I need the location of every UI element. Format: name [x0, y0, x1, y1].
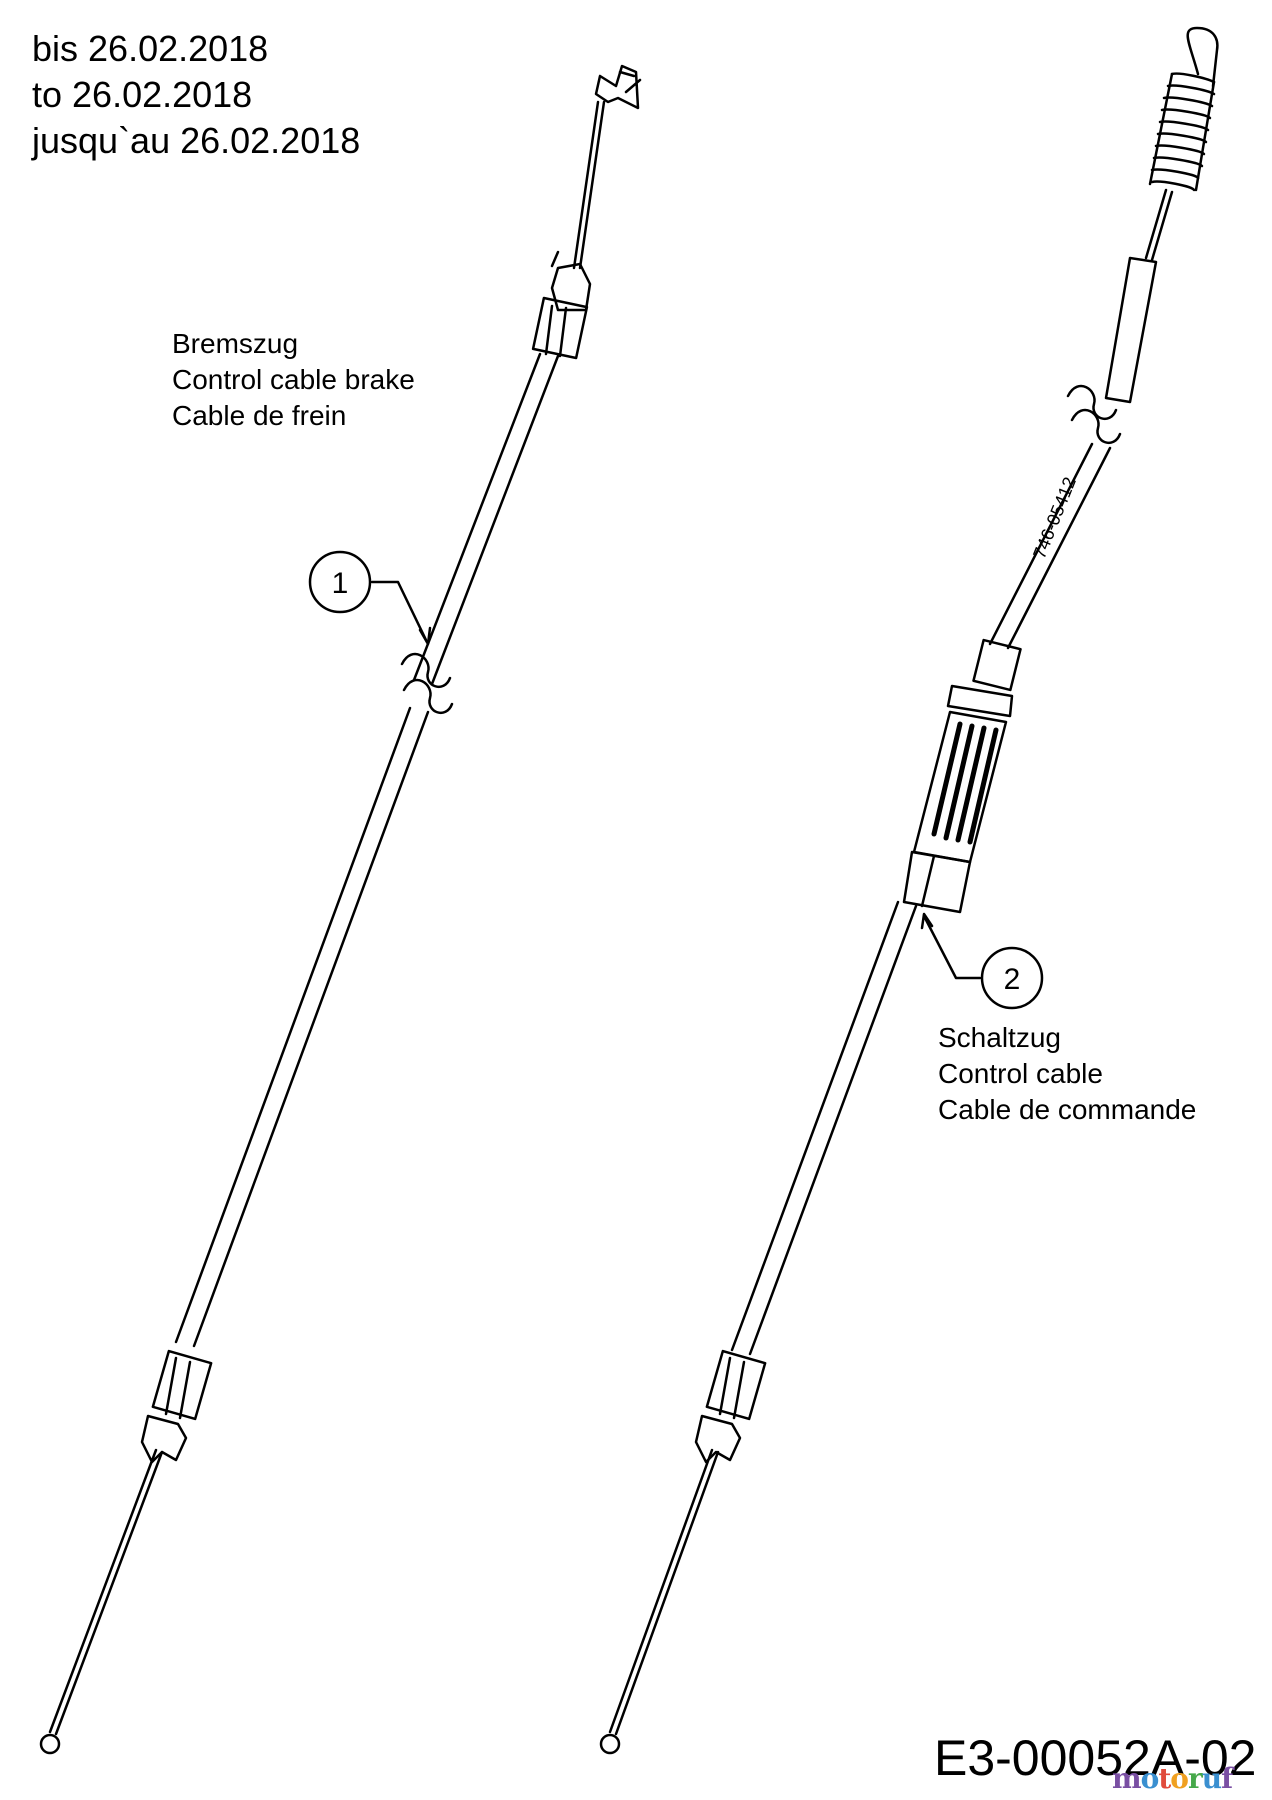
callout-1-number: 1 — [332, 567, 349, 600]
brake-cable-top-adjuster — [531, 296, 589, 360]
control-cable: 746-05412 — [599, 26, 1219, 1755]
brake-cable-sheath-lower — [174, 706, 412, 1344]
part-1-label: Bremszug Control cable brake Cable de fr… — [172, 326, 415, 434]
control-cable-sheath-upper — [988, 442, 1094, 646]
part-2-name-english: Control cable — [938, 1058, 1103, 1089]
callout-2-number: 2 — [1004, 963, 1021, 996]
control-cable-break-symbol — [1066, 384, 1118, 421]
part-2-name-french: Cable de commande — [938, 1094, 1197, 1125]
brake-cable-bottom-wire — [48, 1448, 158, 1734]
control-cable-bottom-adjuster — [705, 1349, 767, 1421]
part-1-name-german: Bremszug — [172, 328, 299, 359]
brake-cable-bottom-ferrule — [140, 1414, 188, 1464]
control-cable-part-marking: 746-05412 — [1029, 474, 1080, 561]
date-note-french: jusqu`au 26.02.2018 — [32, 120, 361, 161]
drawing-code: E3-00052A-02 — [934, 1730, 1257, 1786]
callout-1-circle — [308, 550, 372, 614]
control-cable-end-nipple — [599, 1733, 621, 1755]
part-1-name-english: Control cable brake — [172, 364, 415, 395]
watermark-letter: o — [1170, 1762, 1189, 1795]
date-note-german: bis 26.02.2018 — [32, 28, 269, 69]
control-cable-upper-nut — [972, 638, 1022, 692]
brake-cable-sheath-upper — [412, 352, 542, 682]
callout-2-leader — [922, 914, 982, 980]
watermark-letter: o — [1140, 1762, 1160, 1795]
brake-cable-break-symbol — [400, 652, 452, 689]
control-cable-top-wire — [1144, 188, 1168, 260]
control-cable-spring — [1148, 72, 1216, 192]
control-cable-bottom-ferrule — [694, 1414, 742, 1464]
watermark-letter: u — [1201, 1762, 1222, 1795]
control-cable-upper-ferrule — [1104, 256, 1158, 404]
brake-cable-end-nipple — [39, 1733, 61, 1755]
control-cable-sheath-lower — [730, 900, 900, 1352]
part-2-label: Schaltzug Control cable Cable de command… — [938, 1020, 1196, 1128]
watermark-letter: r — [1187, 1762, 1203, 1795]
control-cable-bottom-wire — [608, 1448, 714, 1734]
brake-cable-bottom-adjuster — [151, 1349, 213, 1421]
watermark-letter: m — [1112, 1762, 1142, 1795]
callout-1-leader — [370, 580, 428, 642]
control-cable-lower-nut — [902, 850, 972, 914]
control-cable-collar — [946, 684, 1014, 718]
brake-cable-top-wire — [572, 100, 600, 270]
callout-1: 1 — [308, 550, 432, 646]
part-2-name-german: Schaltzug — [938, 1022, 1061, 1053]
date-note-english: to 26.02.2018 — [32, 74, 253, 115]
callout-2: 2 — [920, 912, 1044, 1010]
callout-2-circle — [980, 946, 1044, 1010]
validity-date-note: bis 26.02.2018 to 26.02.2018 jusqu`au 26… — [32, 26, 360, 164]
watermark-letter: t — [1158, 1762, 1171, 1795]
watermark-letter: f — [1221, 1762, 1233, 1795]
part-1-name-french: Cable de frein — [172, 400, 347, 431]
brake-cable — [39, 64, 642, 1755]
control-cable-top-hook — [1186, 26, 1219, 88]
watermark-logo: motoruf — [1112, 1762, 1233, 1795]
